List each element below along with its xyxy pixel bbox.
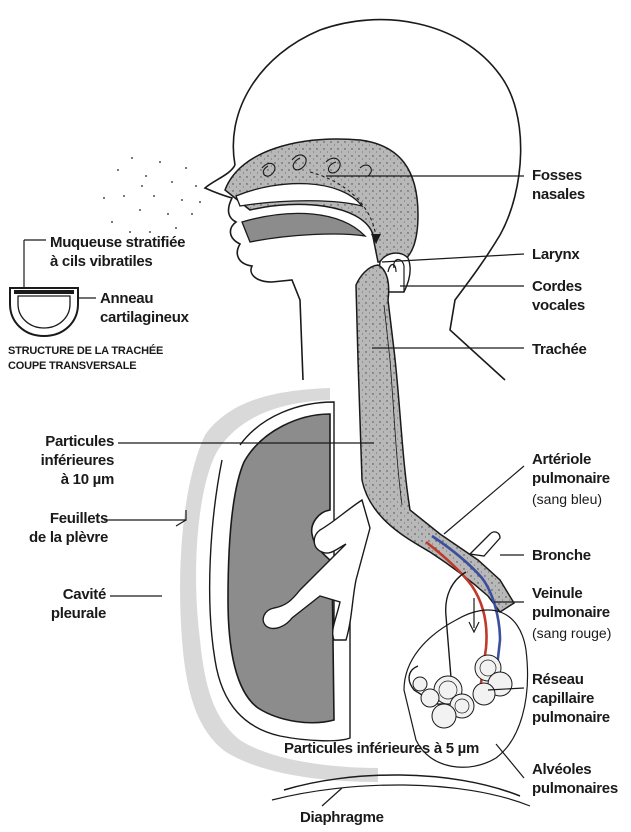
label-cordes-vocales: Cordes vocales [532, 277, 585, 315]
label-arteriole-sub: (sang bleu) [532, 490, 602, 508]
trachea [356, 265, 514, 612]
label-veinule: Veinule pulmonaire [532, 584, 610, 622]
label-reseau-capillaire: Réseau capillaire pulmonaire [532, 670, 610, 727]
label-alveoles: Alvéoles pulmonaires [532, 760, 618, 798]
label-fosses-nasales: Fosses nasales [532, 166, 585, 204]
label-trachee: Trachée [532, 340, 587, 359]
label-feuillets-plevre: Feuillets de la plèvre [10, 509, 108, 547]
bronchiole-down-arrow [469, 598, 479, 632]
alveoli-clusters [413, 655, 512, 728]
label-larynx: Larynx [532, 245, 579, 264]
lung [228, 414, 334, 723]
label-arteriole: Artériole pulmonaire [532, 450, 610, 488]
label-cavite-pleurale: Cavité pleurale [10, 585, 106, 623]
label-particules-10um: Particules inférieures à 10 µm [10, 432, 114, 489]
particle-spray [103, 157, 201, 233]
label-diaphragme: Diaphragme [300, 808, 384, 827]
diaphragm-inner [272, 785, 530, 806]
label-bronche: Bronche [532, 546, 591, 565]
label-anneau: Anneau cartilagineux [100, 289, 189, 327]
bronchus-branch [470, 532, 500, 556]
label-muqueuse: Muqueuse stratifiée à cils vibratiles [50, 233, 185, 271]
label-structure-trachee: STRUCTURE DE LA TRACHÉE COUPE TRANSVERSA… [8, 344, 163, 374]
label-particules-5um: Particules inférieures à 5 µm [284, 739, 479, 758]
tongue [242, 213, 365, 242]
label-veinule-sub: (sang rouge) [532, 624, 611, 642]
